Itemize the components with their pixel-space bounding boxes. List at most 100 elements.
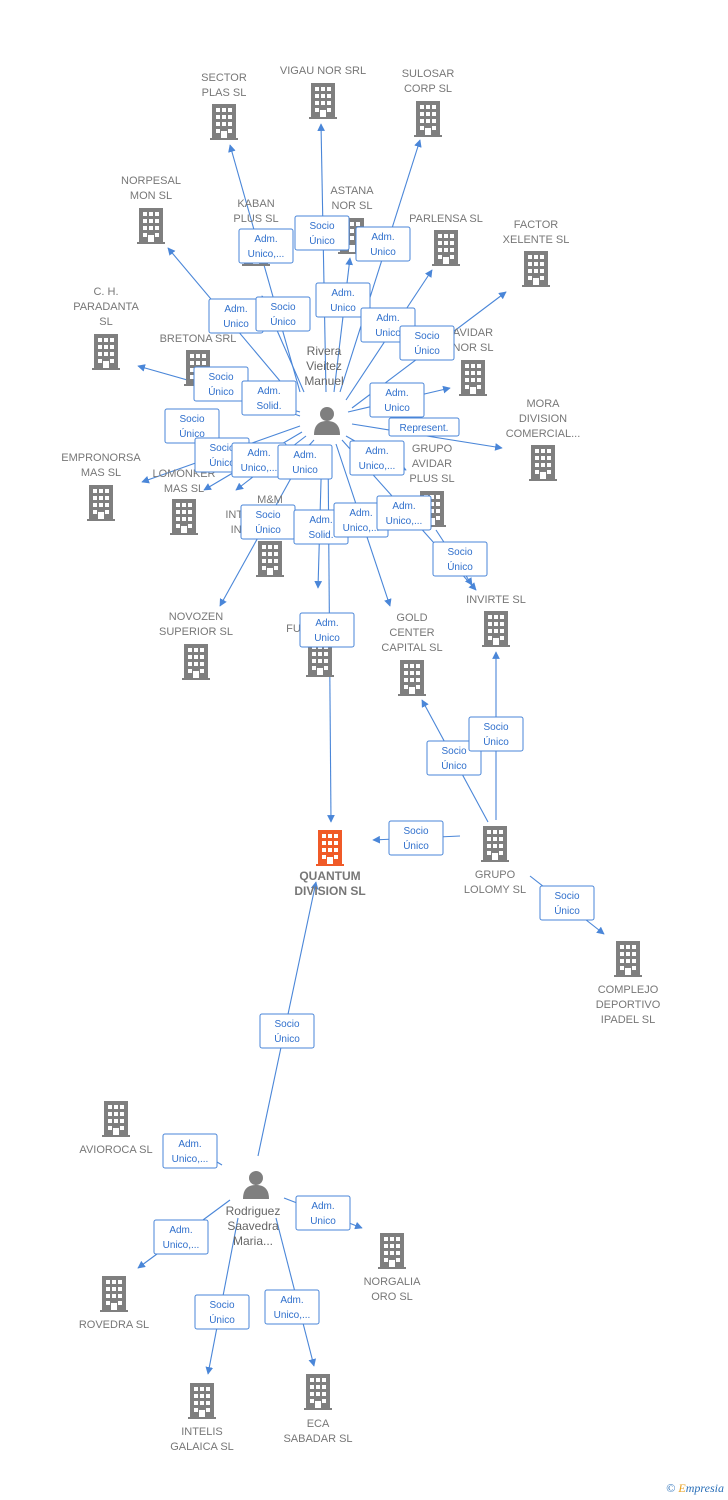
company-label: PARLENSA SL: [409, 213, 483, 225]
company-node-invirte-sl[interactable]: INVIRTE SL: [466, 594, 526, 647]
building-icon: [100, 1276, 128, 1312]
relation-text: Unico: [223, 319, 249, 330]
relation-text: Adm.: [247, 448, 270, 459]
relation-label[interactable]: Adm.Unico: [299, 612, 355, 648]
relation-box: [355, 226, 411, 262]
relation-label[interactable]: Adm.Unico,...: [349, 440, 405, 476]
company-label: LOLOMY SL: [464, 884, 526, 896]
company-node-vigau-nor-srl[interactable]: VIGAU NOR SRL: [280, 65, 366, 119]
relation-label[interactable]: Adm.Unico: [277, 444, 333, 480]
company-node-parlensa-sl[interactable]: PARLENSA SL: [409, 213, 483, 266]
building-icon: [210, 104, 238, 140]
company-label: MAS SL: [164, 483, 204, 495]
person-node-rodriguez-saavedra-maria[interactable]: RodriguezSaavedraMaria...: [226, 1171, 281, 1248]
building-icon: [137, 208, 165, 244]
relation-label[interactable]: Adm.Unico: [315, 282, 371, 318]
company-node-avioroca-sl[interactable]: AVIOROCA SL: [79, 1101, 153, 1156]
company-label: CORP SL: [404, 83, 452, 95]
relation-label[interactable]: Adm.Unico,...: [376, 495, 432, 531]
company-label: MORA: [527, 398, 561, 410]
relation-box: [468, 716, 524, 752]
relation-box: [164, 408, 220, 444]
company-node-grupo-lolomy-sl[interactable]: GRUPO LOLOMY SL: [464, 826, 526, 896]
edge-p1-to-c_sulosar: [339, 139, 422, 393]
relation-label[interactable]: Adm.Unico: [295, 1195, 351, 1231]
relation-text: Único: [309, 234, 335, 247]
company-label: GOLD: [396, 612, 427, 624]
relation-text: Adm.: [254, 234, 277, 245]
building-icon: [309, 83, 337, 119]
company-label: QUANTUM: [299, 869, 360, 883]
relation-text: Único: [274, 1032, 300, 1045]
edge-p1-to-c_astana: [333, 257, 354, 393]
relation-box: [264, 1289, 320, 1325]
company-label: COMERCIAL...: [506, 428, 581, 440]
relation-label[interactable]: Adm.Unico,...: [264, 1289, 320, 1325]
company-label: XELENTE SL: [503, 234, 570, 246]
relation-label[interactable]: Adm.Unico,...: [153, 1219, 209, 1255]
copyright-credit[interactable]: ©Empresia: [666, 1481, 724, 1496]
relation-text: Unico: [310, 1216, 336, 1227]
relation-label[interactable]: Represent.: [388, 417, 460, 437]
relation-box: [315, 282, 371, 318]
relation-label[interactable]: Adm.Unico: [369, 382, 425, 418]
company-node-mora-division-comercial[interactable]: MORADIVISIONCOMERCIAL...: [506, 398, 581, 481]
company-label: GRUPO: [475, 869, 516, 881]
company-label: M&M: [257, 494, 283, 506]
person-label: Rivera: [307, 344, 342, 358]
company-label: PARADANTA: [73, 301, 139, 313]
relation-label[interactable]: Adm.Unico: [208, 298, 264, 334]
relation-label[interactable]: Adm.Unico,...: [162, 1133, 218, 1169]
relation-text: Unico: [375, 328, 401, 339]
company-label: INTELIS: [181, 1426, 223, 1438]
relation-label[interactable]: Adm.Solid.: [241, 380, 297, 416]
relation-text: Socio: [403, 826, 428, 837]
relation-label[interactable]: Adm.Unico: [355, 226, 411, 262]
company-label: EMPRONORSA: [61, 452, 141, 464]
company-node-rovedra-sl[interactable]: ROVEDRA SL: [79, 1276, 149, 1331]
relation-label[interactable]: Adm. Unico,...: [238, 228, 294, 264]
company-node-factor-xelente-sl[interactable]: FACTOR XELENTE SL: [503, 219, 570, 287]
relation-label[interactable]: Adm.Unico,...: [333, 502, 389, 538]
relation-text: Unico,...: [248, 249, 285, 260]
company-node-bretona-srl[interactable]: BRETONA SRL: [160, 333, 237, 386]
company-label: FACTOR: [514, 219, 558, 231]
building-icon: [170, 499, 198, 535]
relation-box: [241, 380, 297, 416]
building-icon: [188, 1383, 216, 1419]
relation-text: Unico: [314, 633, 340, 644]
company-label: ORO SL: [371, 1291, 413, 1303]
company-label: C. H.: [93, 286, 118, 298]
